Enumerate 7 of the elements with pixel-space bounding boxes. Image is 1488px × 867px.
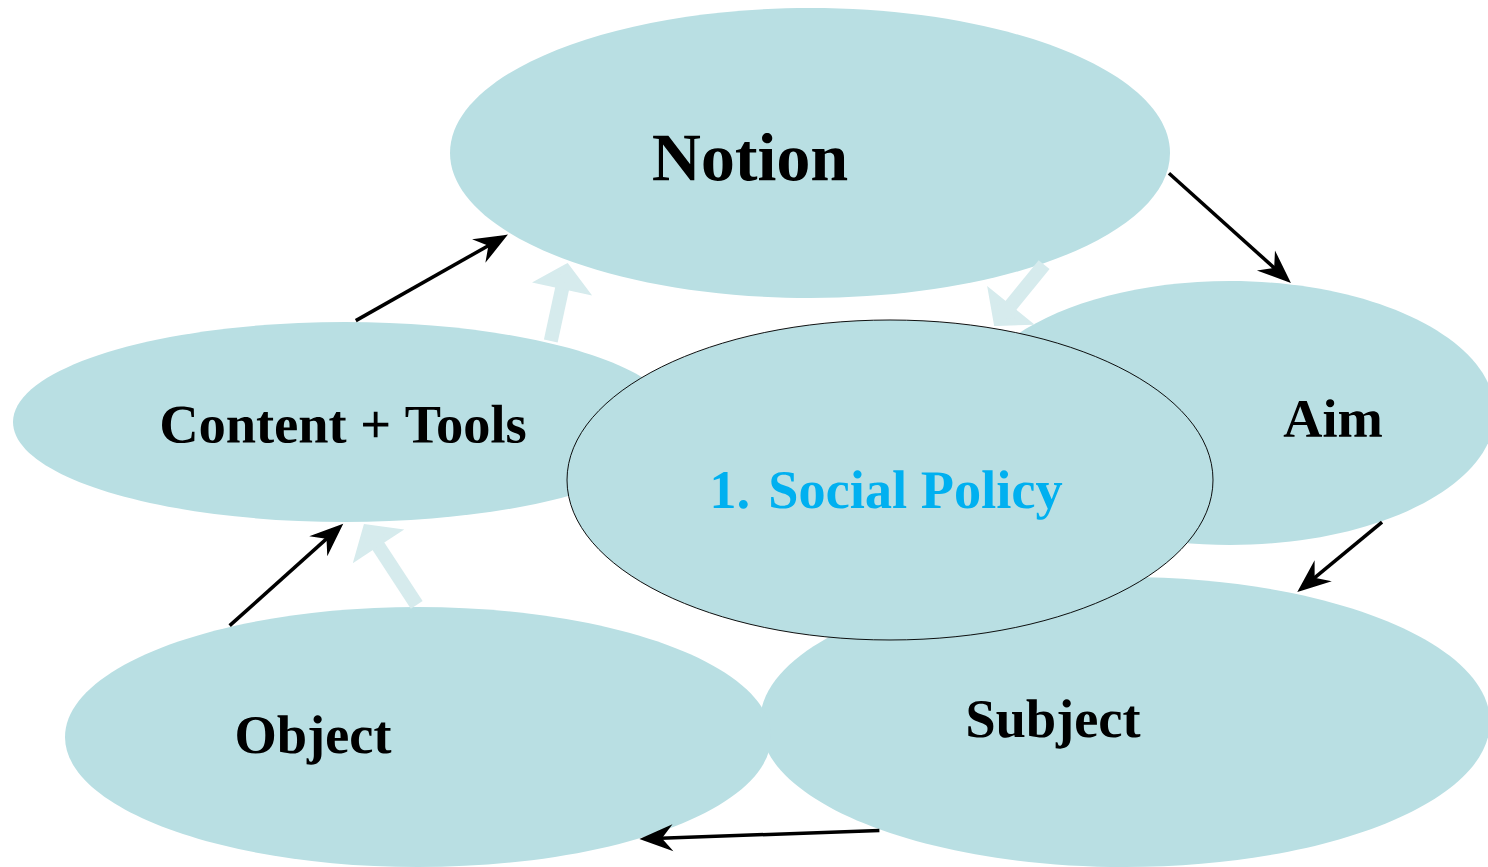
node-label: Content + Tools (162, 404, 526, 444)
node-label: Aim (1283, 399, 1382, 437)
node-label: Object (237, 715, 392, 765)
arrow (352, 524, 423, 609)
node-label: 1. Social Policy (713, 470, 1063, 520)
node-label: Subject (968, 699, 1141, 749)
node-label: Notion (653, 133, 848, 181)
